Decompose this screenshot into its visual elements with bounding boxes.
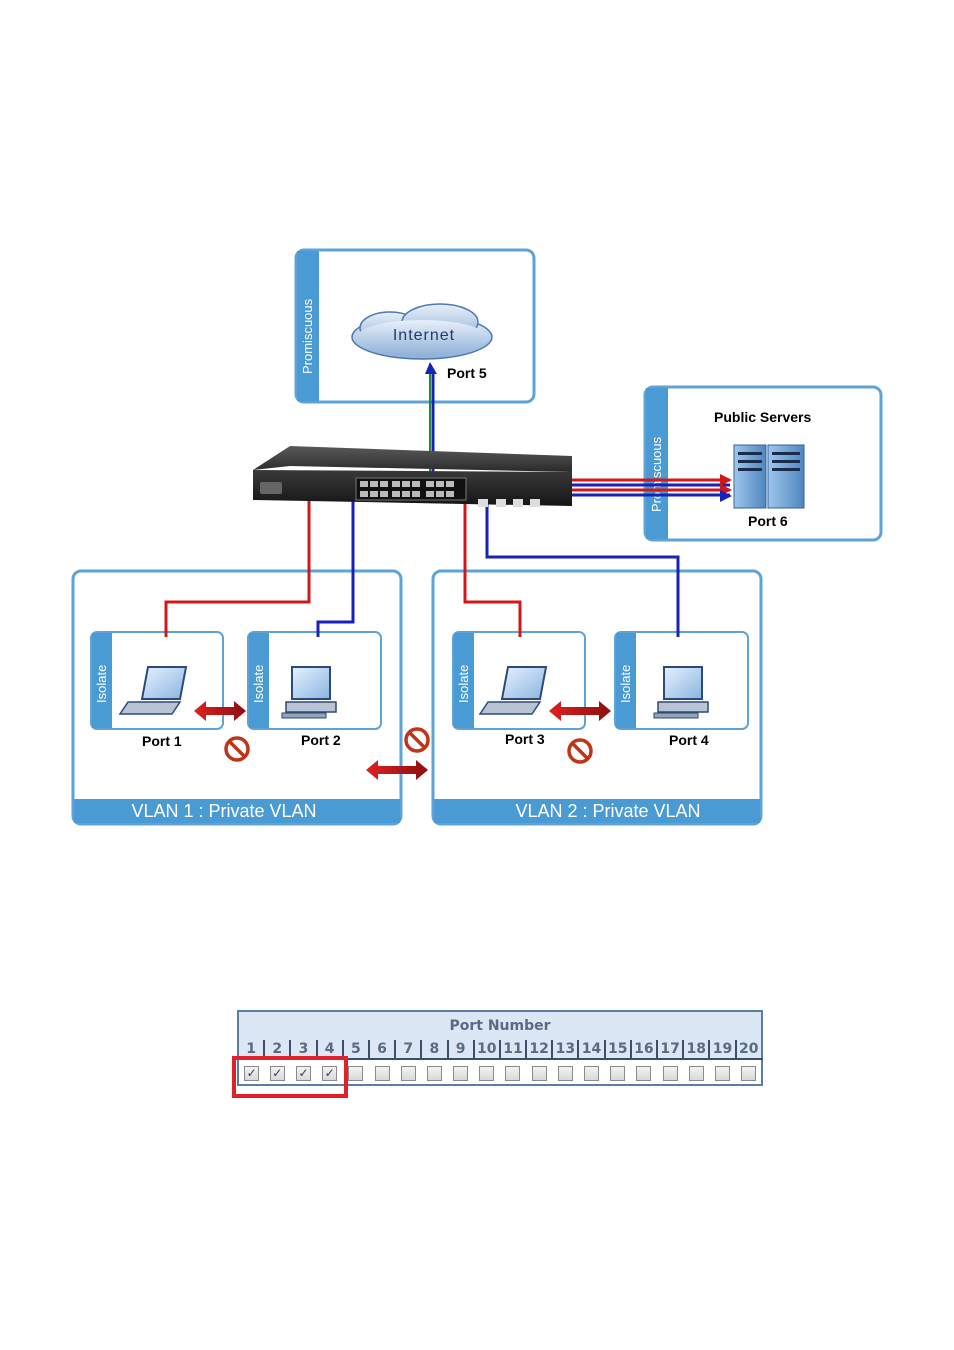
private-vlan-diagram: Promiscuous Internet Port 5 Promiscuous … (71, 248, 883, 826)
prohibited-icon (224, 736, 250, 762)
port2-side-label: Isolate (251, 665, 266, 703)
internet-label: Internet (393, 327, 455, 344)
port-number-header: Port Number (237, 1010, 763, 1040)
public-servers-title: Public Servers (714, 409, 811, 425)
port-number-11: 11 (498, 1040, 527, 1060)
port-cell-14 (578, 1059, 605, 1086)
port-cell-9 (447, 1059, 474, 1086)
servers-side-label: Promiscuous (649, 436, 664, 512)
port-cell-11 (499, 1059, 527, 1086)
port-15-checkbox[interactable] (610, 1065, 626, 1081)
server-icon (733, 444, 805, 509)
port-7-checkbox[interactable] (400, 1065, 416, 1081)
port-cell-15 (604, 1059, 631, 1086)
port-1-checkbox[interactable]: ✓ (244, 1065, 260, 1081)
desktop-pc-icon (281, 666, 337, 719)
port-cell-1: ✓ (236, 1059, 265, 1086)
switch-icon (253, 446, 572, 507)
port-19-checkbox[interactable] (714, 1065, 730, 1081)
port-number-12: 12 (525, 1040, 553, 1060)
port-12-checkbox[interactable] (531, 1065, 547, 1081)
port-cell-4: ✓ (316, 1059, 343, 1086)
port-4-checkbox[interactable]: ✓ (322, 1065, 338, 1081)
port-cell-7 (395, 1059, 422, 1086)
port-number-18: 18 (682, 1040, 710, 1060)
port4-label: Port 4 (669, 732, 709, 748)
port-number-10: 10 (472, 1040, 500, 1060)
port-number-20: 20 (734, 1040, 764, 1060)
port-5-checkbox[interactable] (348, 1065, 364, 1081)
double-arrow-icon (194, 701, 246, 721)
port-10-checkbox[interactable] (479, 1065, 495, 1081)
port-cell-12 (526, 1059, 553, 1086)
port-3-checkbox[interactable]: ✓ (295, 1065, 311, 1081)
port-cell-18 (683, 1059, 710, 1086)
port-18-checkbox[interactable] (688, 1065, 704, 1081)
port-cell-3: ✓ (290, 1059, 317, 1086)
port-number-16: 16 (629, 1040, 657, 1060)
double-arrow-icon (549, 701, 611, 721)
port-17-checkbox[interactable] (662, 1065, 678, 1081)
port-cell-17 (657, 1059, 684, 1086)
port-number-14: 14 (577, 1040, 605, 1060)
port-6-checkbox[interactable] (374, 1065, 390, 1081)
double-arrow-icon (366, 760, 428, 780)
port-cell-16 (630, 1059, 657, 1086)
port-cell-6 (368, 1059, 396, 1086)
port-14-checkbox[interactable] (584, 1065, 600, 1081)
port-number-19: 19 (708, 1040, 736, 1060)
port5-label: Port 5 (447, 365, 487, 381)
port-number-4: 4 (315, 1040, 343, 1060)
laptop-icon (118, 666, 188, 715)
port-20-checkbox[interactable] (740, 1065, 756, 1081)
port-13-checkbox[interactable] (557, 1065, 573, 1081)
internet-cloud-icon (351, 303, 493, 360)
vlan2-label: VLAN 2 : Private VLAN (515, 801, 700, 821)
port1-side-label: Isolate (94, 665, 109, 703)
port-2-checkbox[interactable]: ✓ (269, 1065, 285, 1081)
highlight-box (232, 1056, 348, 1098)
public-servers-box: Promiscuous Public Servers Port 6 (643, 385, 883, 542)
port-8-checkbox[interactable] (426, 1065, 442, 1081)
port6-label: Port 6 (748, 513, 788, 529)
port-number-17: 17 (655, 1040, 684, 1060)
desktop-pc-icon (653, 666, 709, 719)
port4-side-label: Isolate (618, 665, 633, 703)
laptop-icon (478, 666, 548, 715)
port-number-5: 5 (341, 1040, 369, 1060)
internet-side-label: Promiscuous (300, 298, 315, 374)
port-cell-20 (735, 1059, 764, 1086)
port-cell-13 (552, 1059, 579, 1086)
prohibited-icon (404, 727, 430, 753)
prohibited-icon (567, 738, 593, 764)
vlan2-container: VLAN 2 : Private VLAN Isolate Isolate Po… (431, 569, 763, 826)
port-checkbox-row: ✓ ✓ ✓ ✓ (236, 1059, 764, 1086)
port-number-9: 9 (446, 1040, 474, 1060)
port-number-6: 6 (367, 1040, 396, 1060)
port2-label: Port 2 (301, 732, 341, 748)
port-cell-10 (473, 1059, 500, 1086)
port3-side-label: Isolate (456, 665, 471, 703)
port-cell-19 (709, 1059, 736, 1086)
port-cell-2: ✓ (264, 1059, 291, 1086)
port-number-7: 7 (394, 1040, 422, 1060)
port-cell-8 (421, 1059, 448, 1086)
port-number-15: 15 (603, 1040, 631, 1060)
vlan1-label: VLAN 1 : Private VLAN (131, 801, 316, 821)
port3-label: Port 3 (505, 731, 545, 747)
port-11-checkbox[interactable] (505, 1065, 521, 1081)
port-number-13: 13 (551, 1040, 579, 1060)
port1-label: Port 1 (142, 733, 182, 749)
port-16-checkbox[interactable] (636, 1065, 652, 1081)
port-9-checkbox[interactable] (453, 1065, 469, 1081)
port-number-8: 8 (420, 1040, 448, 1060)
port-number-2: 2 (263, 1040, 291, 1060)
internet-box: Promiscuous Internet Port 5 (294, 248, 536, 404)
